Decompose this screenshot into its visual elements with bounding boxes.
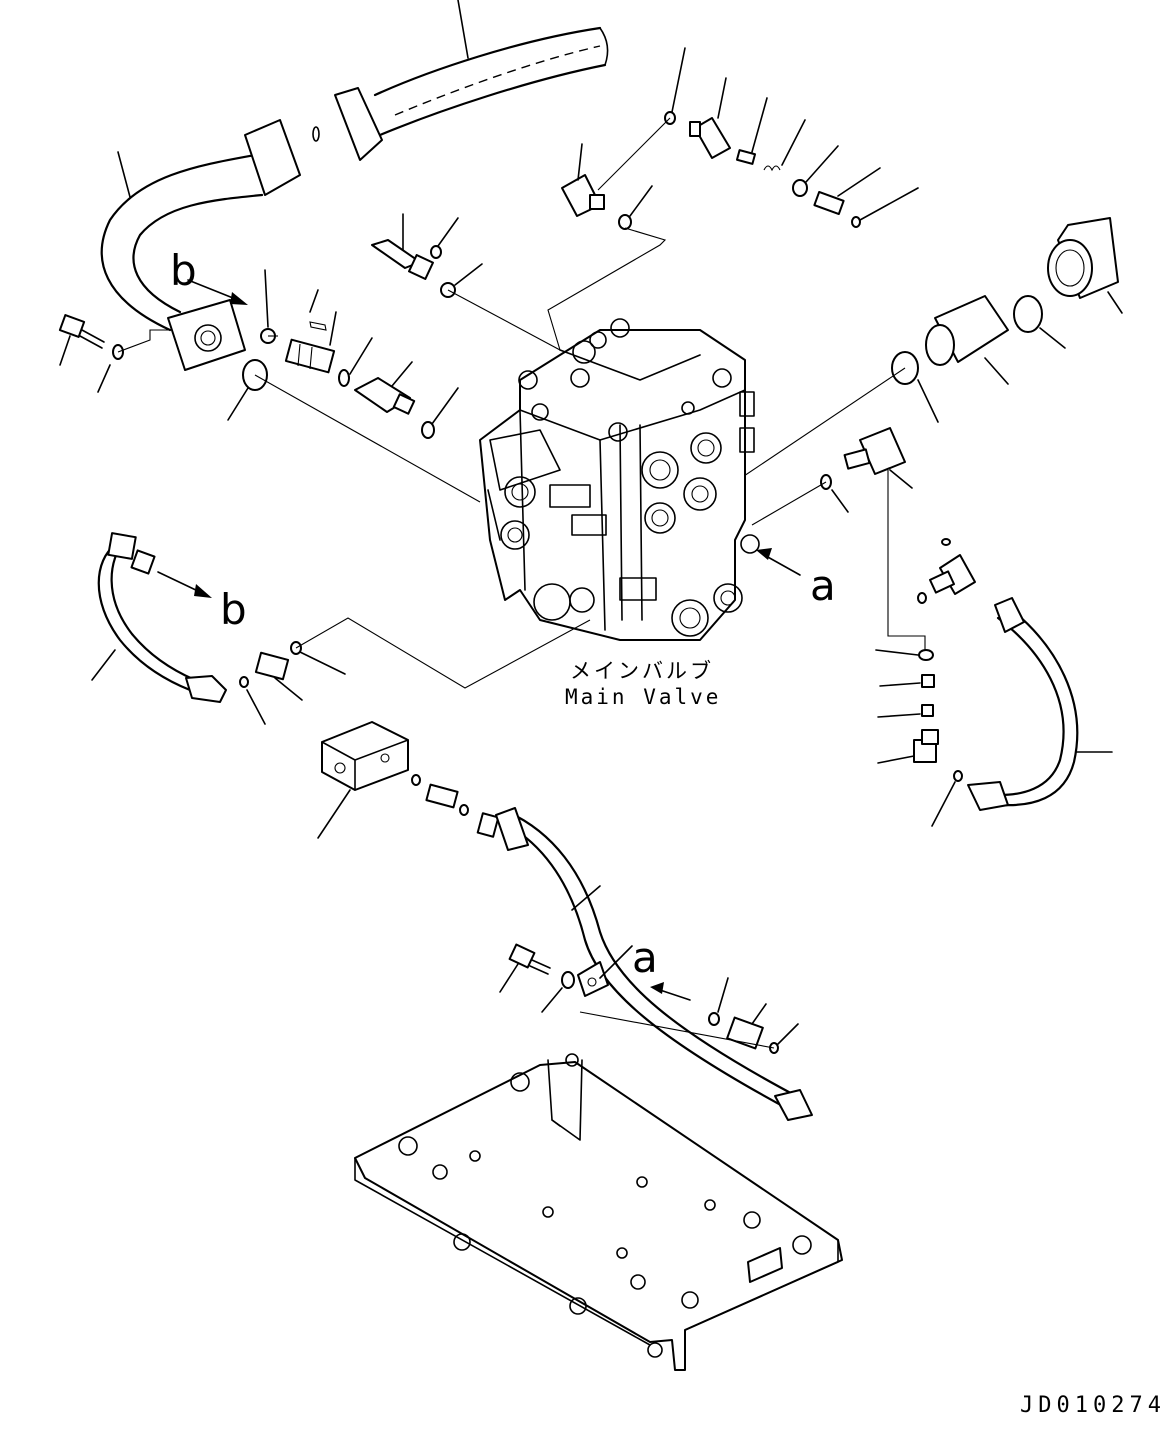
o-ring <box>953 770 963 782</box>
o-ring-large <box>1013 295 1043 333</box>
check-valve-cartridge <box>354 377 416 415</box>
view-marker-b: b <box>170 246 197 295</box>
elbow-fitting <box>928 554 976 595</box>
o-ring <box>851 216 861 228</box>
view-arrow-b-left: b <box>170 246 248 305</box>
pilot-block <box>561 174 605 217</box>
o-ring <box>618 214 632 230</box>
view-arrow-a-lower: a <box>632 933 691 1001</box>
bulkhead-fitting <box>726 1016 764 1050</box>
pipe-fitting <box>284 338 336 374</box>
o-ring <box>941 538 951 546</box>
plug-fitting <box>813 190 845 216</box>
pilot-hose-right <box>967 597 1079 811</box>
floor-plate <box>354 1053 843 1371</box>
plug <box>921 674 935 688</box>
spring-plug <box>735 149 757 165</box>
washer <box>561 971 575 989</box>
main-valve-label-jp: メインバルブ <box>570 659 714 683</box>
o-ring <box>459 804 469 816</box>
adapter-block <box>689 117 731 159</box>
o-ring <box>338 369 350 387</box>
relief-valve <box>371 239 434 280</box>
pressure-hose-left <box>100 119 301 371</box>
o-ring <box>792 179 808 197</box>
clamp-bolt <box>508 943 551 975</box>
o-ring <box>918 649 934 661</box>
hose-lower <box>476 807 813 1121</box>
drawing-code: JD010274 <box>1020 1393 1166 1418</box>
tee-fitting <box>913 729 939 763</box>
sensor-block <box>843 427 906 475</box>
straight-adapter <box>425 783 459 809</box>
view-arrow-a-right: a <box>756 548 836 610</box>
pilot-hose-left <box>97 532 227 703</box>
suction-hose-top <box>312 26 609 161</box>
main-valve-label-en: Main Valve <box>565 685 721 709</box>
o-ring <box>917 592 927 604</box>
leader-line <box>457 0 469 59</box>
hex-adapter <box>925 295 1009 366</box>
union-fitting <box>254 651 290 681</box>
cover-flange <box>1047 217 1119 299</box>
o-ring <box>421 421 435 439</box>
flange-bolt <box>58 314 105 349</box>
view-marker-a: a <box>632 933 658 982</box>
manifold-block <box>321 721 409 791</box>
o-ring <box>239 676 249 688</box>
main-valve <box>479 318 760 641</box>
view-marker-a: a <box>810 561 836 610</box>
plug <box>921 704 934 717</box>
clamp <box>577 961 609 997</box>
o-ring <box>430 245 442 259</box>
o-ring <box>708 1012 720 1026</box>
view-marker-b: b <box>220 585 247 634</box>
o-ring <box>411 774 421 786</box>
view-arrow-b-lower: b <box>157 571 247 634</box>
